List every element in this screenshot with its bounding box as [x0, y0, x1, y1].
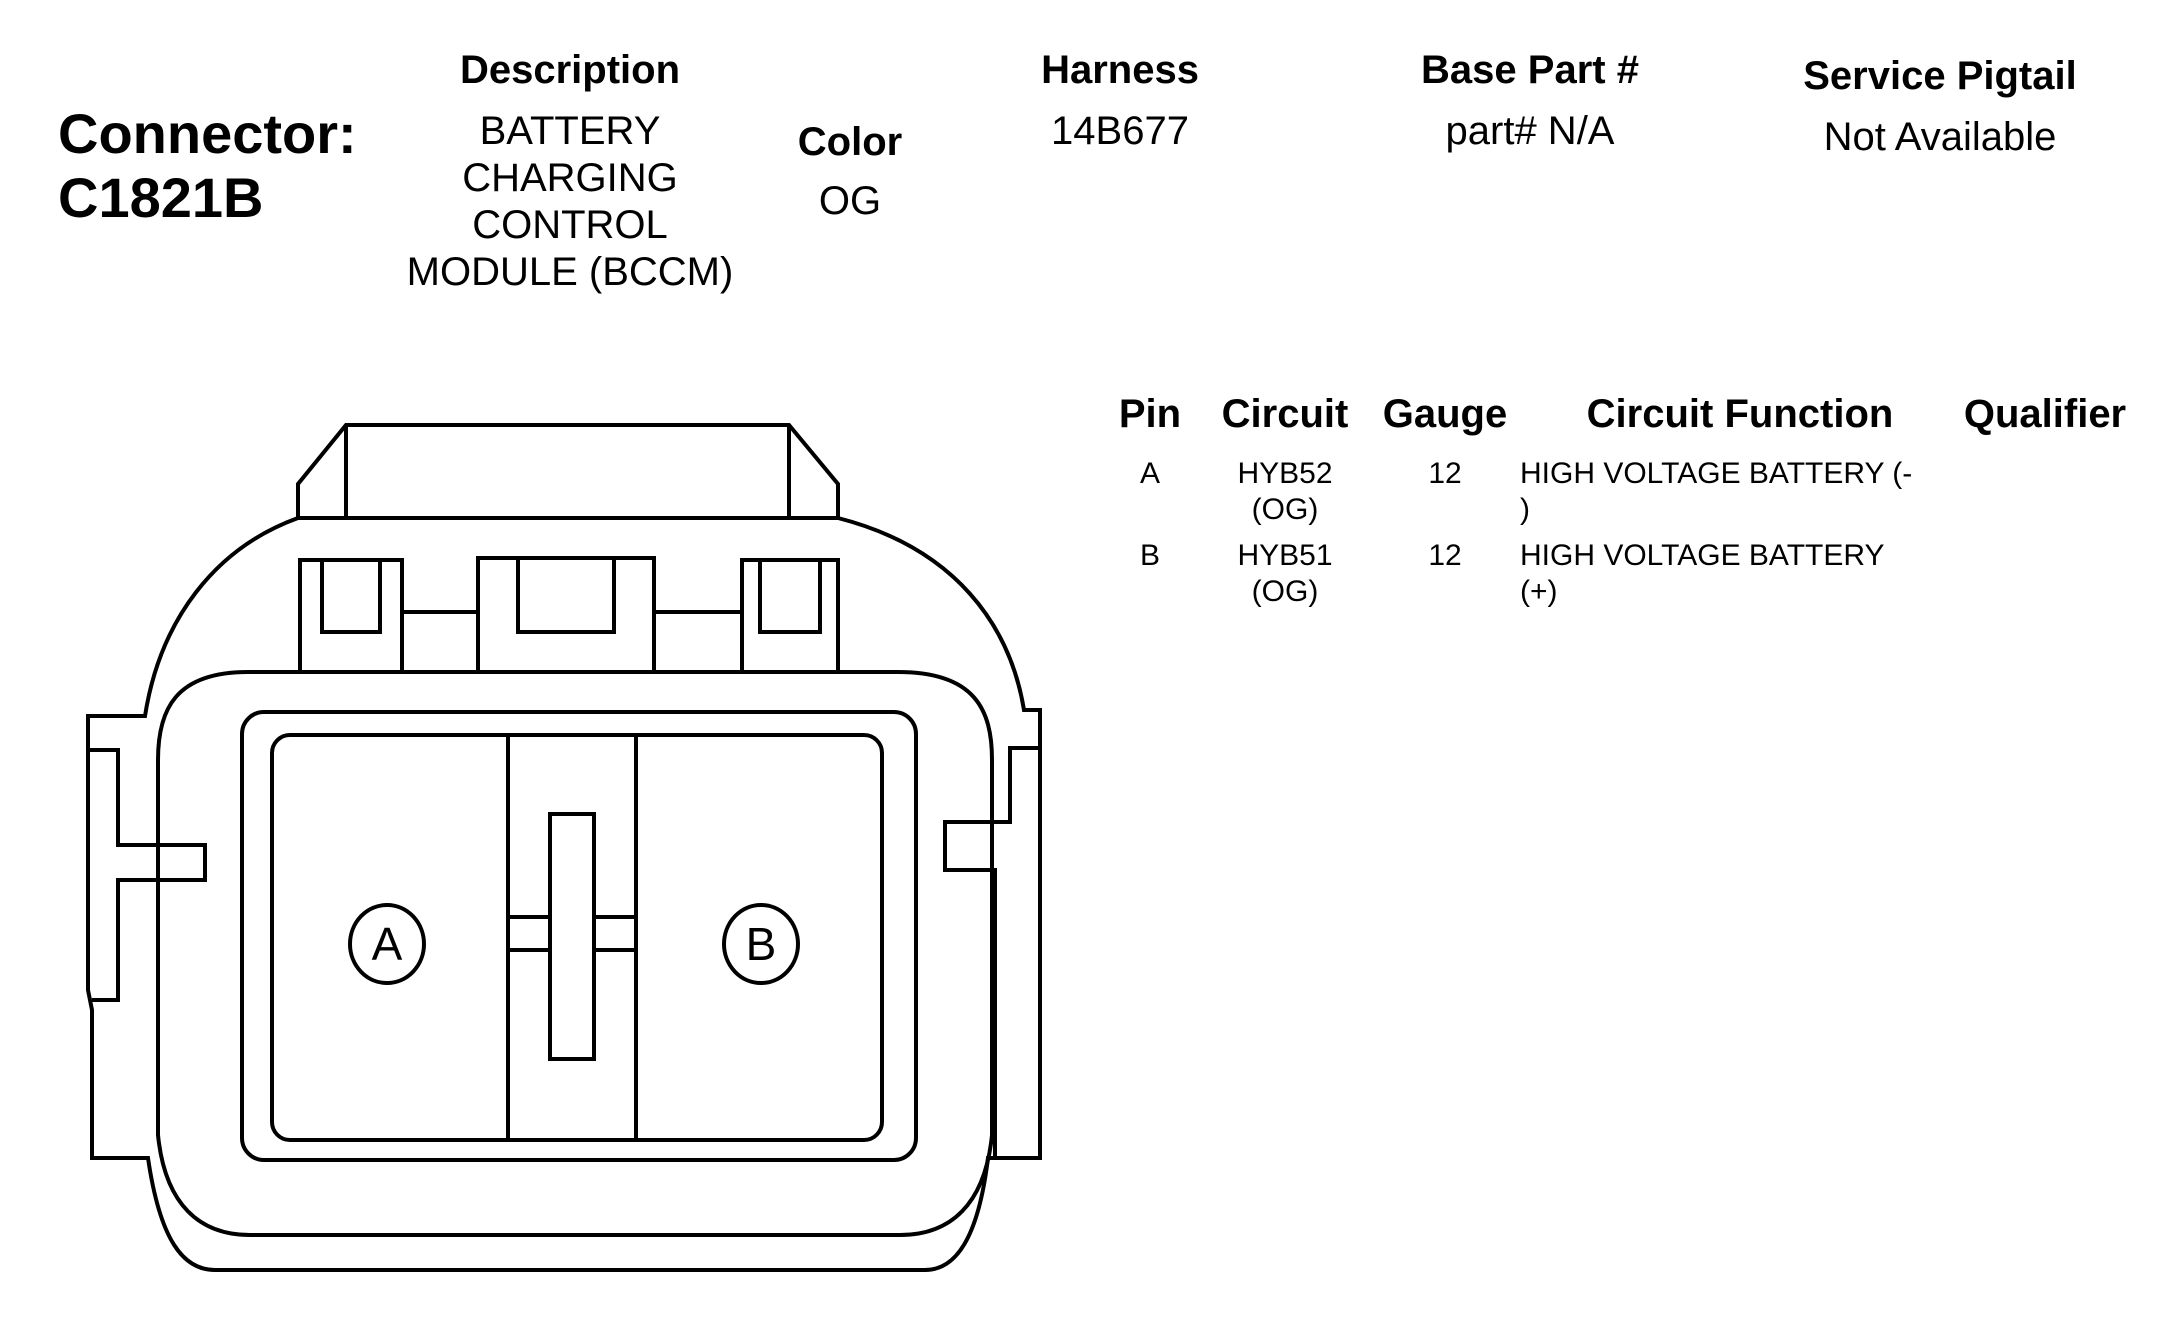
base-part-header: Base Part #: [1421, 48, 1639, 92]
gauge-cell: 12: [1428, 539, 1462, 572]
function-line: ): [1520, 493, 1530, 526]
pin-table-header-gauge: Gauge: [1382, 392, 1508, 436]
connector-tab-right-inner: [758, 560, 822, 634]
circuit-id: HYB52: [1237, 457, 1333, 490]
description-line: CHARGING: [462, 156, 678, 200]
pin-a-marker: [348, 903, 426, 985]
service-pigtail-header: Service Pigtail: [1803, 54, 2077, 98]
pin-a-label: A: [372, 918, 403, 970]
description-value: BATTERY CHARGING CONTROL MODULE (BCCM): [380, 108, 760, 296]
connector-label: Connector:: [58, 102, 357, 165]
circuit-id: HYB51: [1237, 539, 1333, 572]
connector-receptacle-inner: [270, 733, 884, 1142]
connector-tab-right: [740, 558, 840, 672]
circuit-color: (OG): [1251, 493, 1319, 526]
function-line: (+): [1520, 575, 1558, 608]
connector-title: Connector: C1821B: [58, 102, 357, 230]
function-line: HIGH VOLTAGE BATTERY: [1520, 539, 1885, 572]
function-cell: HIGH VOLTAGE BATTERY (+): [1520, 538, 1960, 610]
pin-cell: A: [1139, 457, 1160, 490]
pin-table-header-qualifier: Qualifier: [1963, 392, 2127, 436]
pin-cell: B: [1139, 539, 1160, 572]
connector-right-notch: [943, 746, 1040, 1158]
circuit-cell: HYB51 (OG): [1200, 538, 1370, 610]
connector-tab-center: [476, 556, 656, 672]
connector-latch: [296, 423, 840, 518]
circuit-cell: HYB52 (OG): [1200, 456, 1370, 528]
harness-value: 14B677: [1051, 109, 1189, 153]
connector-tab-center-inner: [516, 558, 616, 634]
description-line: MODULE (BCCM): [406, 250, 734, 294]
connector-id: C1821B: [58, 166, 264, 229]
connector-housing-outer: [86, 516, 1042, 1272]
description-line: BATTERY: [479, 109, 661, 153]
function-line: HIGH VOLTAGE BATTERY (-: [1520, 457, 1913, 490]
connector-housing-inner: [156, 670, 994, 1237]
pin-table-header-circuit: Circuit: [1221, 392, 1349, 436]
base-part-value: part# N/A: [1445, 109, 1615, 153]
connector-receptacle-outer: [240, 710, 918, 1162]
harness-header: Harness: [1041, 48, 1199, 92]
pin-b-marker: [722, 903, 800, 985]
color-header: Color: [797, 120, 903, 164]
pin-b-label: B: [746, 918, 777, 970]
circuit-color: (OG): [1251, 575, 1319, 608]
connector-tab-left: [298, 558, 404, 672]
color-value: OG: [818, 179, 882, 223]
pin-table-header-function: Circuit Function: [1586, 392, 1894, 436]
connector-left-notch: [88, 748, 207, 1002]
connector-face-diagram: A B: [86, 423, 1042, 1272]
pin-table-header-pin: Pin: [1118, 392, 1182, 436]
description-line: CONTROL: [472, 203, 668, 247]
function-cell: HIGH VOLTAGE BATTERY (- ): [1520, 456, 1960, 528]
connector-tab-left-inner: [320, 560, 382, 634]
description-header: Description: [459, 48, 681, 92]
service-pigtail-value: Not Available: [1823, 115, 2057, 159]
gauge-cell: 12: [1428, 457, 1462, 490]
connector-key: [548, 812, 596, 1061]
